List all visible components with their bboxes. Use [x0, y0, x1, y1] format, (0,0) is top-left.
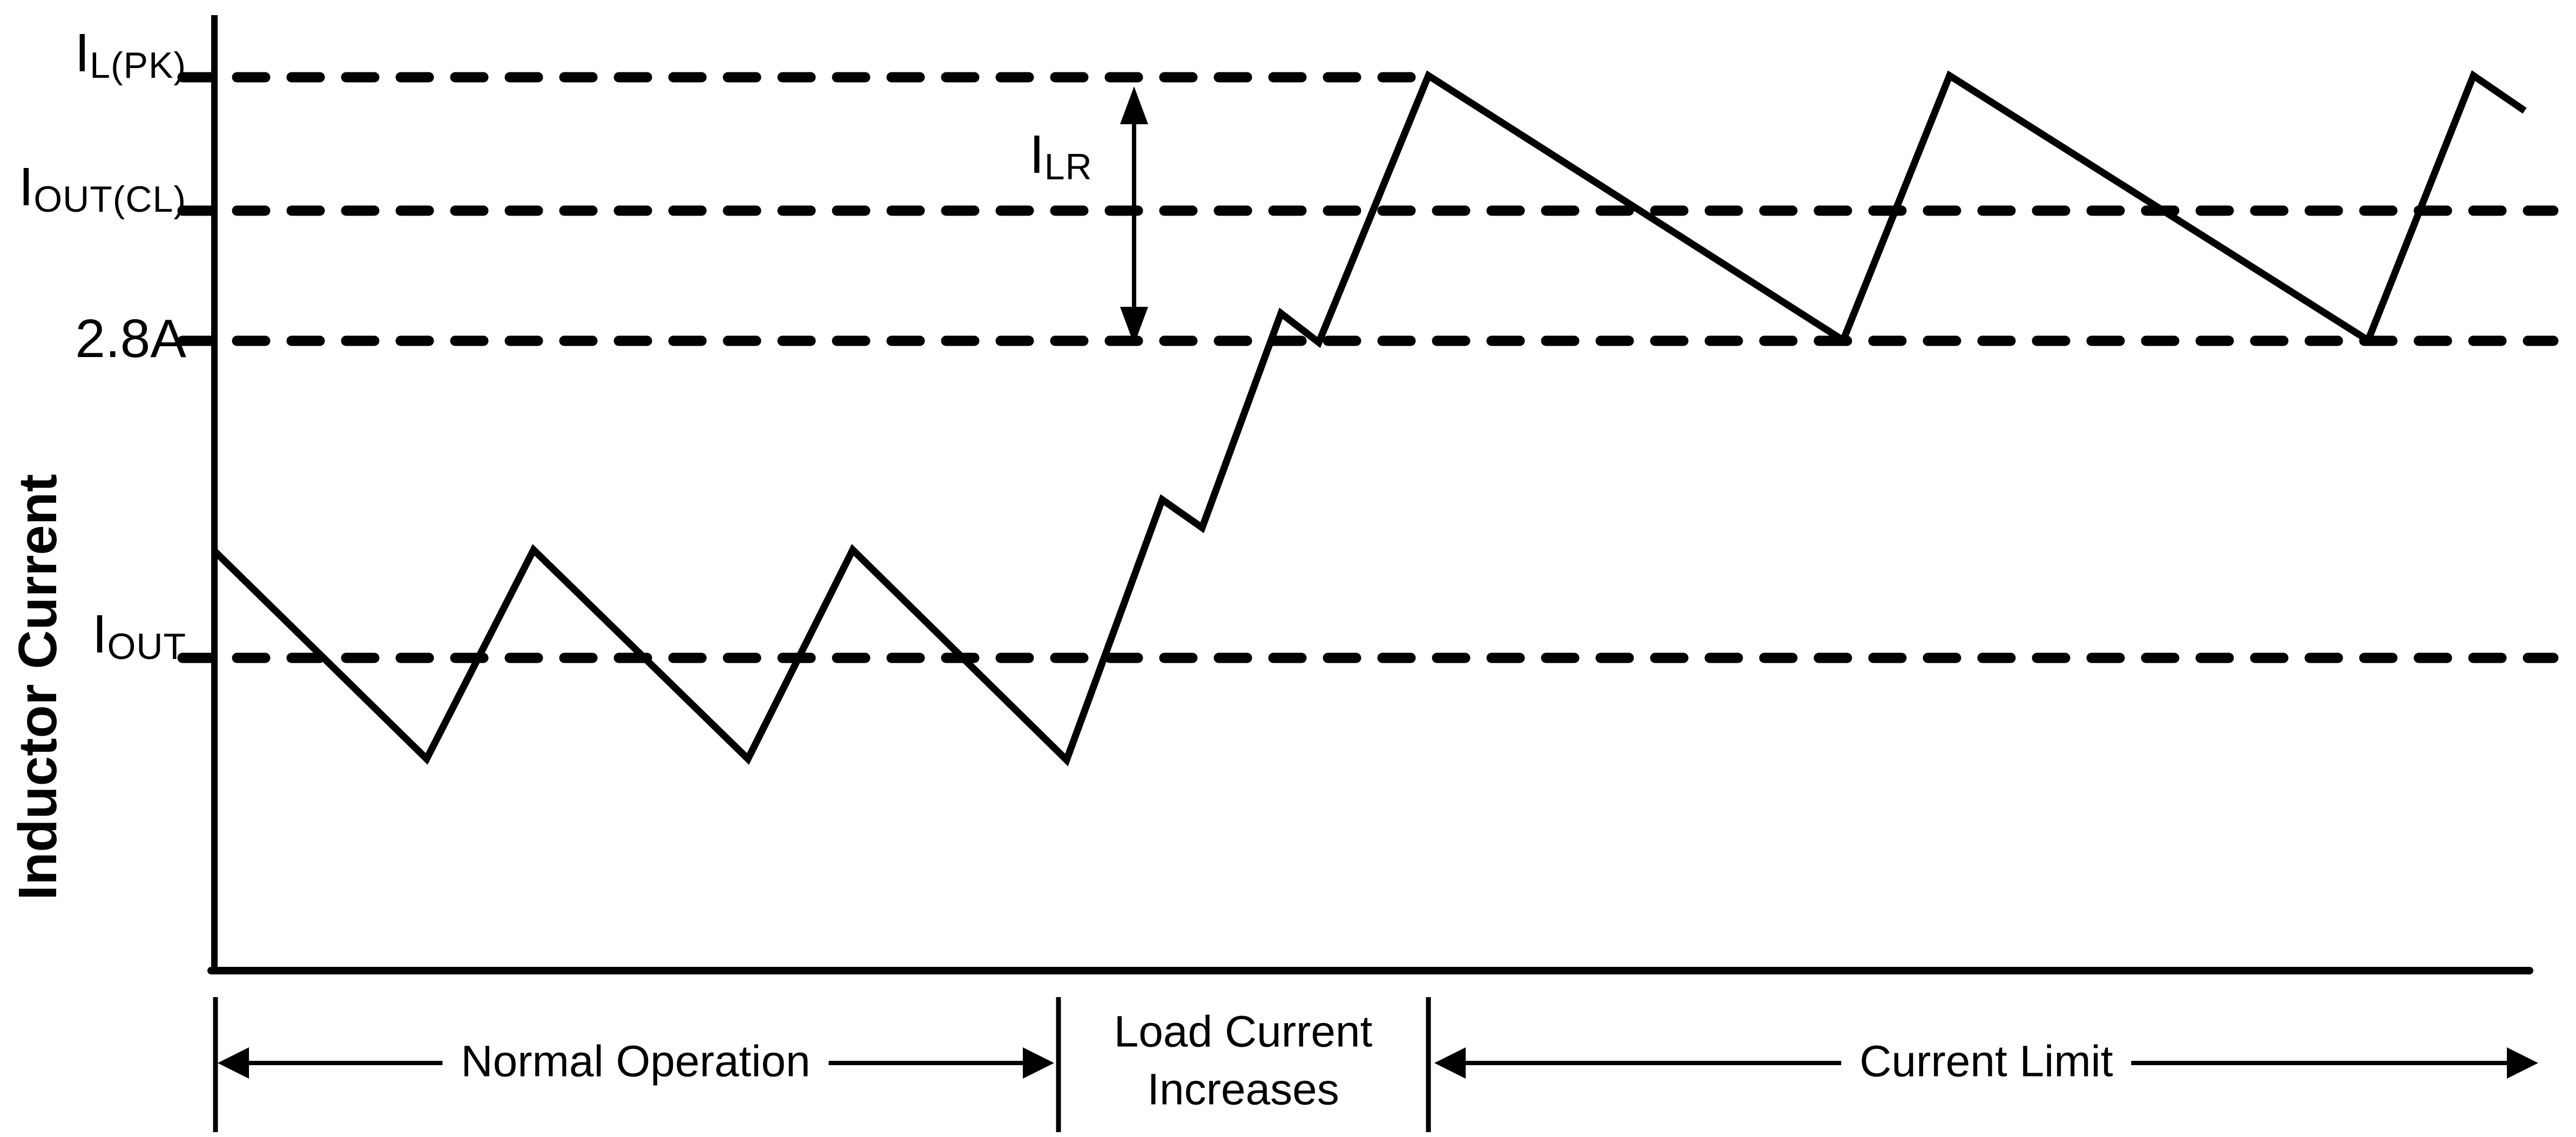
ripple-annotation-label: ILR [1029, 124, 1093, 187]
ripple-arrow-head-up [1120, 86, 1148, 124]
y-tick-label-iout: IOUT [92, 604, 186, 667]
y-tick-label-ilpk: IL(PK) [75, 23, 186, 86]
region-arrow-head-right-current-limit [2507, 1047, 2538, 1079]
y-axis-title: Inductor Current [8, 474, 68, 900]
region-label-current-limit: Current Limit [1841, 1033, 2132, 1091]
region-arrow-head-right-normal-operation [1023, 1047, 1054, 1079]
region-label-load-line2: Increases [1147, 1065, 1339, 1114]
inductor-current-waveform [212, 70, 2527, 766]
region-label-normal-operation: Normal Operation [442, 1033, 829, 1091]
region-arrow-head-left-normal-operation [218, 1047, 249, 1079]
ripple-arrow-head-down [1120, 307, 1148, 345]
region-arrow-head-left-current-limit [1434, 1047, 1466, 1079]
y-tick-label-ioutcl: IOUT(CL) [18, 157, 186, 220]
region-label-load-current-increases: Load Current Increases [1114, 1003, 1373, 1118]
region-label-load-line1: Load Current [1114, 1007, 1373, 1057]
y-tick-label-2p8a: 2.8A [75, 308, 186, 369]
